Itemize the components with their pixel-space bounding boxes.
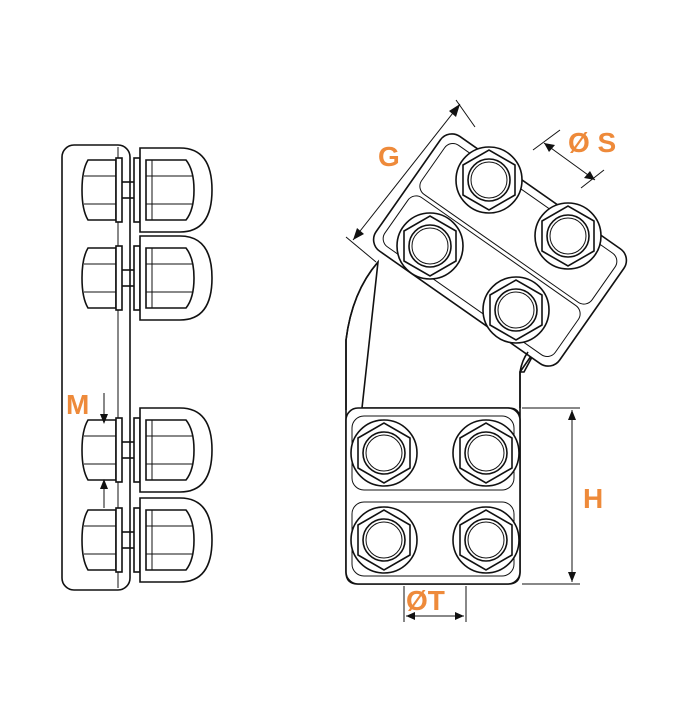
dimension-m bbox=[100, 393, 108, 508]
label-s: Ø S bbox=[568, 127, 616, 158]
bolt-assembly bbox=[81, 407, 213, 493]
label-h: H bbox=[583, 483, 603, 514]
hex-nut-shape bbox=[452, 419, 520, 487]
upper-pad bbox=[372, 133, 628, 367]
bolt-assembly bbox=[81, 235, 213, 321]
hex-nut bbox=[396, 212, 464, 280]
bolt-assembly bbox=[81, 147, 213, 233]
bolt-assembly-shape bbox=[81, 497, 213, 583]
label-g: G bbox=[378, 141, 400, 172]
hex-nut-shape bbox=[396, 212, 464, 280]
hex-nut bbox=[452, 419, 520, 487]
label-m: M bbox=[66, 389, 89, 420]
front-view: G Ø S H ØT bbox=[345, 99, 628, 622]
hex-nut-shape bbox=[350, 419, 418, 487]
hex-nut bbox=[455, 146, 523, 214]
hex-nut bbox=[350, 506, 418, 574]
bolt-assembly-shape bbox=[81, 235, 213, 321]
dimension-t bbox=[403, 586, 467, 622]
dimension-g bbox=[345, 99, 476, 263]
hex-nut-shape bbox=[455, 146, 523, 214]
hex-nut-shape bbox=[452, 506, 520, 574]
dimension-h bbox=[522, 407, 580, 585]
hex-nut-shape bbox=[350, 506, 418, 574]
label-t: ØT bbox=[406, 585, 445, 616]
hex-nut bbox=[350, 419, 418, 487]
hex-nut bbox=[452, 506, 520, 574]
dimension-s bbox=[532, 129, 605, 189]
hex-nut-shape bbox=[482, 276, 550, 344]
bolt-assembly bbox=[81, 497, 213, 583]
bolt-assembly-shape bbox=[81, 147, 213, 233]
side-view: M bbox=[61, 144, 213, 591]
bolt-assembly-shape bbox=[81, 407, 213, 493]
hex-nut-shape bbox=[534, 202, 602, 270]
hex-nut bbox=[534, 202, 602, 270]
hex-nut bbox=[482, 276, 550, 344]
